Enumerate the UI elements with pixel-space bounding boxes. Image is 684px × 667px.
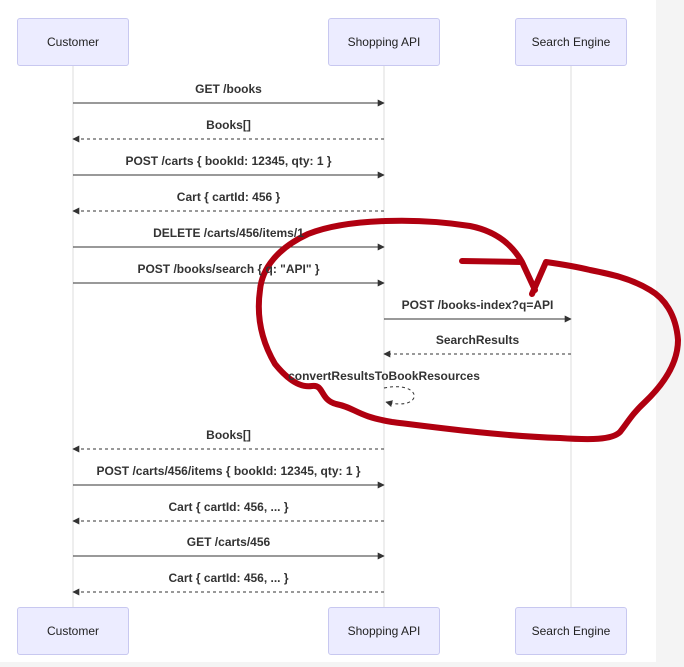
message-label: GET /books xyxy=(195,82,262,96)
actor-label: Shopping API xyxy=(347,35,421,49)
actor-customer-top: Customer xyxy=(17,18,129,66)
message-label: POST /books/search { q: "API" } xyxy=(137,262,320,276)
actor-shopping-api-top: Shopping API xyxy=(328,18,440,66)
message-label: Cart { cartId: 456, ... } xyxy=(168,571,289,585)
message-label: DELETE /carts/456/items/1 xyxy=(153,226,304,240)
red-annotation-scribble xyxy=(255,217,681,443)
message-label: Cart { cartId: 456 } xyxy=(176,190,281,204)
message-label: Cart { cartId: 456, ... } xyxy=(168,500,289,514)
message-label: Books[] xyxy=(206,118,251,132)
message-label: POST /carts { bookId: 12345, qty: 1 } xyxy=(125,154,332,168)
lifelines xyxy=(72,66,572,607)
actor-label: Customer xyxy=(46,35,99,49)
message-arrow xyxy=(383,386,415,407)
actor-customer-bottom: Customer xyxy=(17,607,129,655)
actor-label: Search Engine xyxy=(531,624,611,638)
background-strip xyxy=(0,662,684,667)
actor-shopping-api-bottom: Shopping API xyxy=(328,607,440,655)
message-label: GET /carts/456 xyxy=(186,535,271,549)
message-label: convertResultsToBookResources xyxy=(288,369,480,383)
actor-label: Customer xyxy=(46,624,99,638)
message-arrows xyxy=(72,99,572,596)
message-label: SearchResults xyxy=(435,333,520,347)
message-label: POST /books-index?q=API xyxy=(401,298,554,312)
message-label: Books[] xyxy=(206,428,251,442)
actor-label: Shopping API xyxy=(347,624,421,638)
actor-search-engine-top: Search Engine xyxy=(515,18,627,66)
actor-label: Search Engine xyxy=(531,35,611,49)
message-label: POST /carts/456/items { bookId: 12345, q… xyxy=(96,464,361,478)
actor-search-engine-bottom: Search Engine xyxy=(515,607,627,655)
